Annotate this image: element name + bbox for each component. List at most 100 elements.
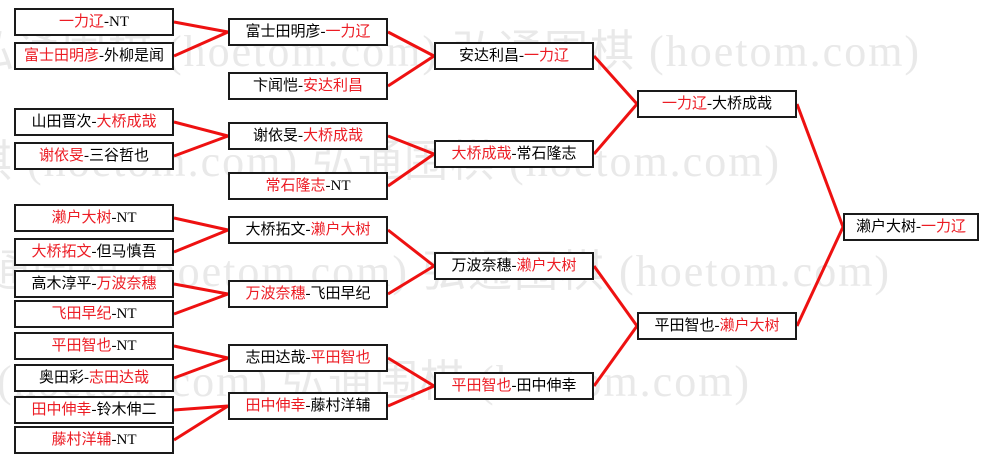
match-box[interactable]: 田中伸幸-铃木伸二 [14, 396, 174, 424]
player-winner: 平田智也 [451, 377, 512, 394]
name-separator: - [91, 401, 97, 418]
match-box[interactable]: 濑户大树-NT [14, 204, 174, 232]
player-loser: NT [116, 337, 137, 354]
connector-line [387, 152, 435, 188]
match-box[interactable]: 谢依旻-三谷哲也 [14, 142, 174, 170]
match-label: 富士田明彦-一力辽 [245, 23, 371, 40]
match-box[interactable]: 万波奈穗-濑户大树 [434, 252, 594, 280]
match-box[interactable]: 安达利昌-一力辽 [434, 42, 594, 70]
match-label: 大桥成哉-常石隆志 [451, 146, 576, 162]
match-label: 田中伸幸-铃木伸二 [31, 401, 156, 418]
match-box[interactable]: 平田智也-田中伸幸 [434, 372, 594, 400]
connector-line [387, 134, 435, 156]
connector-line [387, 54, 435, 88]
match-label: 卞闻恺-安达利昌 [252, 77, 363, 94]
match-box[interactable]: 常石隆志-NT [228, 172, 388, 200]
connector-line [387, 228, 435, 268]
match-box[interactable]: 大桥拓文-濑户大树 [228, 216, 388, 244]
name-separator: - [519, 47, 524, 64]
connector-line [173, 292, 229, 316]
match-box[interactable]: 濑户大树-一力辽 [843, 213, 979, 241]
name-separator: - [99, 47, 104, 64]
connector-line [592, 265, 639, 327]
name-separator: - [325, 177, 331, 194]
match-box[interactable]: 平田智也-濑户大树 [637, 312, 797, 340]
player-loser: 卞闻恺 [252, 77, 298, 94]
match-label: 志田达哉-平田智也 [245, 349, 370, 366]
match-box[interactable]: 大桥成哉-常石隆志 [434, 140, 594, 168]
match-label: 飞田早纪-NT [51, 305, 137, 322]
player-loser: 谢依旻 [252, 127, 298, 144]
connector-line [173, 216, 229, 232]
connector-line [173, 404, 229, 442]
player-winner: 万波奈穗 [96, 275, 157, 292]
match-box[interactable]: 田中伸幸-藤村洋辅 [228, 392, 388, 420]
connector-line [173, 20, 229, 34]
match-label: 安达利昌-一力辽 [458, 47, 569, 64]
player-loser: 藤村洋辅 [310, 397, 371, 414]
match-box[interactable]: 平田智也-NT [14, 332, 174, 360]
match-label: 常石隆志-NT [265, 177, 350, 194]
name-separator: - [305, 285, 311, 302]
match-box[interactable]: 万波奈穗-飞田早纪 [228, 280, 388, 308]
connector-line [795, 103, 845, 228]
connector-line [173, 30, 229, 58]
match-label: 谢依旻-三谷哲也 [39, 148, 149, 164]
match-box[interactable]: 大桥拓文-但马慎吾 [14, 238, 174, 266]
match-box[interactable]: 富士田明彦-一力辽 [228, 18, 388, 46]
player-loser: 外柳是闻 [104, 47, 165, 64]
connector-line [173, 120, 229, 138]
match-label: 一力辽-NT [59, 14, 129, 30]
player-loser: 高木淳平 [31, 275, 92, 292]
player-winner: 大桥成哉 [303, 127, 364, 144]
match-label: 万波奈穗-濑户大树 [451, 258, 576, 274]
match-label: 高木淳平-万波奈穗 [31, 275, 157, 292]
match-label: 平田智也-NT [51, 337, 137, 354]
player-winner: 一力辽 [661, 95, 707, 112]
player-loser: 山田晋次 [31, 113, 92, 130]
match-box[interactable]: 山田晋次-大桥成哉 [14, 108, 174, 136]
name-separator: - [511, 377, 517, 394]
player-loser: 奥田彩 [38, 369, 84, 386]
match-box[interactable]: 高木淳平-万波奈穗 [14, 270, 174, 298]
player-loser: NT [116, 305, 137, 322]
match-box[interactable]: 卞闻恺-安达利昌 [228, 72, 388, 100]
connector-line [173, 404, 229, 412]
player-winner: 濑户大树 [310, 221, 371, 238]
match-box[interactable]: 志田达哉-平田智也 [228, 344, 388, 372]
match-label: 谢依旻-大桥成哉 [252, 127, 364, 144]
name-separator: - [111, 337, 117, 354]
player-loser: 志田达哉 [245, 349, 306, 366]
match-box[interactable]: 飞田早纪-NT [14, 300, 174, 328]
match-box[interactable]: 谢依旻-大桥成哉 [228, 122, 388, 150]
connector-line [173, 228, 229, 254]
name-separator: - [305, 397, 311, 414]
match-box[interactable]: 一力辽-大桥成哉 [637, 90, 797, 118]
player-loser: 飞田早纪 [310, 285, 371, 302]
match-label: 平田智也-濑户大树 [654, 317, 780, 334]
player-loser: 安达利昌 [458, 47, 519, 64]
connector-line [173, 356, 229, 380]
player-winner: 一力辽 [325, 23, 371, 40]
player-winner: 田中伸幸 [31, 401, 92, 418]
player-loser: 田中伸幸 [516, 377, 577, 394]
player-winner: 田中伸幸 [245, 397, 306, 414]
player-winner: 平田智也 [51, 337, 112, 354]
connector-line [173, 134, 229, 158]
match-box[interactable]: 一力辽-NT [14, 8, 174, 36]
match-label: 平田智也-田中伸幸 [451, 377, 577, 394]
match-label: 田中伸幸-藤村洋辅 [245, 397, 371, 414]
connector-line [387, 264, 435, 296]
player-winner: 一力辽 [921, 218, 967, 235]
name-separator: - [298, 127, 303, 144]
name-separator: - [91, 243, 97, 260]
player-winner: 濑户大树 [719, 317, 780, 334]
player-loser: NT [116, 431, 137, 448]
connector-line [592, 54, 639, 106]
match-label: 万波奈穗-飞田早纪 [245, 285, 371, 302]
match-box[interactable]: 藤村洋辅-NT [14, 426, 174, 454]
match-label: 一力辽-大桥成哉 [661, 95, 772, 112]
player-loser: 富士田明彦 [245, 23, 321, 40]
match-box[interactable]: 奥田彩-志田达哉 [14, 364, 174, 392]
match-box[interactable]: 富士田明彦-外柳是闻 [14, 42, 174, 70]
